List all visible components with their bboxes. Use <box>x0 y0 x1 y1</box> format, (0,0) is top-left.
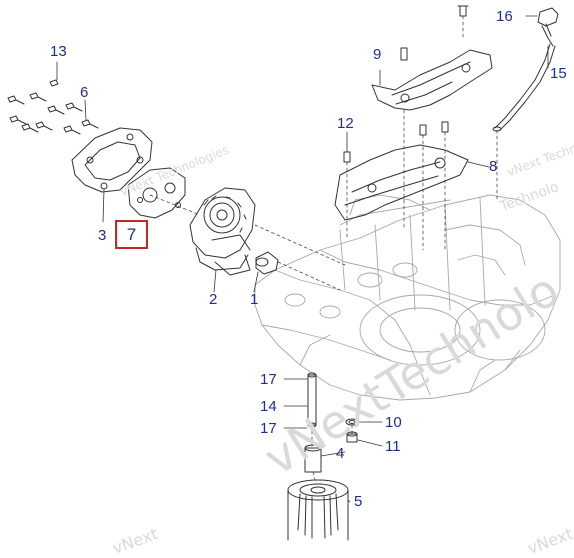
callout-8[interactable]: 8 <box>489 158 498 175</box>
callout-13[interactable]: 13 <box>50 43 67 60</box>
pump-fitting <box>255 251 279 275</box>
leader-lines <box>56 15 549 503</box>
callout-1[interactable]: 1 <box>250 291 259 308</box>
small-bolt <box>457 5 469 17</box>
screw-set <box>7 79 99 135</box>
callout-17-upper[interactable]: 17 <box>260 371 277 388</box>
oil-pump-body <box>189 187 256 276</box>
pump-cover-plate <box>71 127 153 193</box>
callout-14[interactable]: 14 <box>260 398 277 415</box>
callout-6[interactable]: 6 <box>80 84 89 101</box>
callout-7-highlighted[interactable]: 7 <box>115 220 148 249</box>
callout-16[interactable]: 16 <box>496 8 513 25</box>
oil-pipe <box>307 372 317 428</box>
dipstick-assembly <box>492 7 559 132</box>
dashed-guides <box>149 15 498 481</box>
callout-10[interactable]: 10 <box>385 414 402 431</box>
baffle-bolts <box>343 121 449 163</box>
callout-5[interactable]: 5 <box>354 493 363 510</box>
sealing-washer <box>345 418 359 426</box>
bracket-bolt <box>400 47 408 61</box>
callout-11[interactable]: 11 <box>385 438 401 455</box>
callout-2[interactable]: 2 <box>209 291 218 308</box>
callout-4[interactable]: 4 <box>336 445 345 462</box>
callout-3[interactable]: 3 <box>98 227 107 244</box>
upper-bracket <box>371 49 493 111</box>
callout-17-lower[interactable]: 17 <box>260 420 277 437</box>
pump-gasket <box>127 167 186 219</box>
filter-adapter <box>304 444 322 473</box>
baffle-plate <box>334 144 469 221</box>
callout-15[interactable]: 15 <box>550 65 567 82</box>
callout-9[interactable]: 9 <box>373 46 382 63</box>
engine-block <box>254 194 561 401</box>
callout-12[interactable]: 12 <box>337 115 354 132</box>
oil-filter <box>287 479 349 541</box>
